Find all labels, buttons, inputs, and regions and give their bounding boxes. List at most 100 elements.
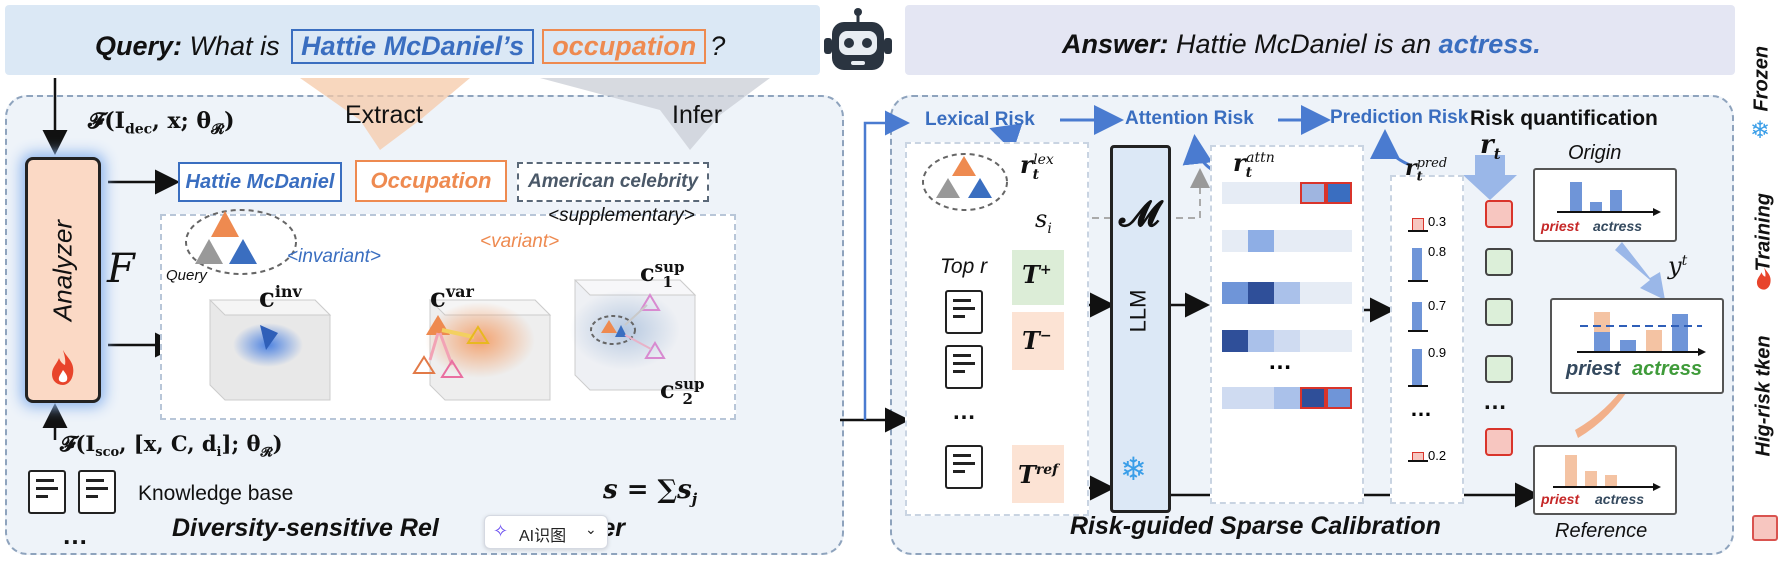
attention-cell	[1326, 330, 1352, 352]
c1-sup-label: csup1	[640, 258, 685, 291]
fire-icon	[1755, 265, 1773, 296]
sparkle-icon: ✧	[493, 521, 509, 541]
low-risk-flag	[1485, 298, 1513, 326]
legend-frozen: Frozen	[1750, 45, 1773, 112]
prediction-panel	[1390, 175, 1464, 504]
attention-cell	[1222, 182, 1248, 204]
origin-label: Origin	[1568, 142, 1622, 164]
llm-block	[1110, 145, 1171, 513]
document-icon	[945, 345, 983, 389]
right-panel-title: Risk-guided Sparse Calibration	[1070, 512, 1441, 540]
query-entity: Hattie McDaniel’s	[291, 29, 535, 64]
attention-cell	[1326, 182, 1352, 204]
supplementary-label: <supplementary>	[548, 205, 695, 226]
prediction-value: 0.7	[1428, 298, 1447, 313]
origin-priest: priest	[1541, 218, 1580, 234]
answer-text: Answer: Hattie McDaniel is an actress.	[1062, 29, 1541, 60]
attention-cell	[1274, 330, 1300, 352]
prediction-risk-label: Prediction Risk	[1330, 107, 1469, 128]
attention-panel	[1210, 145, 1364, 504]
attention-cell	[1222, 387, 1248, 409]
prediction-value: 0.2	[1428, 448, 1447, 463]
prediction-axis	[1408, 330, 1428, 332]
attention-risk-label: Attention Risk	[1125, 108, 1254, 129]
occupation-box: Occupation	[355, 160, 507, 202]
risk-ellipsis: …	[1483, 388, 1507, 415]
legend-training: Training	[1752, 192, 1775, 272]
fire-icon	[49, 348, 77, 391]
document-icon	[78, 470, 116, 514]
ai-button-label: AI识图	[519, 528, 567, 545]
decoder-formula: 𝓕(Idec, x; θ𝓡)	[88, 108, 235, 138]
reference-label: Reference	[1555, 520, 1648, 542]
query-attribute: occupation	[542, 29, 707, 64]
sum-formula: s = ∑sj	[603, 475, 698, 509]
snowflake-icon: ❄	[1120, 451, 1147, 487]
attention-cell	[1222, 330, 1248, 352]
variant-label: <variant>	[480, 231, 560, 252]
prediction-value: 0.8	[1428, 244, 1447, 259]
prediction-value: 0.3	[1428, 214, 1447, 229]
calibrated-chart: priest actress	[1550, 298, 1724, 394]
t-plus-label: T+	[1022, 260, 1052, 289]
attention-cell	[1326, 387, 1352, 409]
invariant-label: <invariant>	[287, 246, 382, 267]
c-var-label: cvar	[430, 282, 474, 314]
attention-cell	[1326, 230, 1352, 252]
prediction-axis	[1408, 460, 1428, 462]
attention-cell	[1300, 182, 1326, 204]
r-pred-label: rtpred	[1405, 155, 1448, 185]
attention-cell	[1300, 282, 1326, 304]
document-icon	[945, 290, 983, 334]
prediction-value: 0.9	[1428, 345, 1447, 360]
reference-actress: actress	[1595, 491, 1645, 507]
query-label: Query	[166, 267, 207, 284]
answer-body: Hattie McDaniel is an	[1176, 29, 1432, 59]
t-ref-label: Tref	[1018, 460, 1059, 489]
knowledge-base-label: Knowledge base	[138, 482, 294, 505]
attention-cell	[1274, 282, 1300, 304]
c2-sup-label: csup2	[660, 375, 705, 408]
attention-cell	[1274, 182, 1300, 204]
s-i-label: si	[1035, 205, 1052, 237]
attention-cell	[1274, 230, 1300, 252]
celebrity-box: American celebrity	[517, 162, 709, 202]
origin-actress: actress	[1593, 218, 1643, 234]
t-ref-box	[1012, 445, 1064, 503]
attention-cell	[1248, 282, 1274, 304]
query-prefix: Query:	[95, 31, 183, 61]
t-minus-box	[1012, 312, 1064, 370]
calibrated-priest: priest	[1566, 358, 1621, 380]
document-icon	[28, 470, 66, 514]
attention-cell	[1248, 387, 1274, 409]
lexical-risk-label: Lexical Risk	[925, 109, 1035, 130]
r-t-label: rt	[1480, 130, 1501, 164]
model-symbol: 𝓜	[1119, 193, 1160, 235]
snowflake-icon: ❄	[1750, 117, 1771, 144]
t-minus-label: T−	[1022, 326, 1052, 355]
prediction-bar	[1412, 302, 1422, 330]
answer-prefix: Answer:	[1062, 29, 1169, 59]
legend-high-risk: Hig-risk tken	[1752, 335, 1775, 457]
analyzer-block: Analyzer	[25, 157, 101, 403]
prediction-ellipsis: …	[1410, 396, 1432, 421]
attention-cell	[1300, 230, 1326, 252]
llm-label: LLM	[1125, 289, 1151, 333]
scorer-formula: 𝓕(Isco, [x, C, di]; θ𝓡)	[60, 431, 283, 461]
query-triangles-icon	[183, 207, 299, 277]
supplementary-cube	[555, 265, 700, 395]
variant-cube	[410, 285, 555, 405]
chevron-down-icon: ⌄	[585, 521, 597, 537]
attention-ellipsis: …	[1268, 348, 1292, 375]
high-risk-flag	[1485, 428, 1513, 456]
c-inv-label: cinv	[259, 282, 302, 314]
origin-chart: priest actress	[1533, 168, 1677, 242]
document-icon	[945, 445, 983, 489]
entity-box: Hattie McDaniel	[178, 162, 342, 202]
ai-recognize-button[interactable]: ✧ AI识图 ⌄	[484, 515, 608, 549]
reference-priest: priest	[1541, 491, 1580, 507]
reference-chart: priest actress	[1533, 445, 1677, 515]
prediction-axis	[1408, 385, 1428, 387]
